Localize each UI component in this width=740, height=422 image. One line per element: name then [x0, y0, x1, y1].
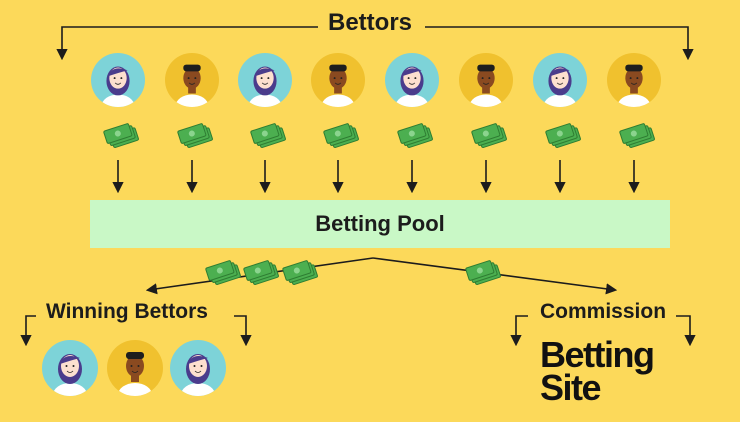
- bettor-avatar-4: [311, 53, 365, 107]
- commission-bracket-right-arrow: [676, 315, 696, 347]
- site-name-line1: Betting: [540, 334, 655, 375]
- bettor-cash-icon-1: [103, 123, 139, 148]
- betting-site-logo: Betting Site: [540, 334, 655, 408]
- site-name-line2: Site: [540, 367, 602, 408]
- betting-pool-label: Betting Pool: [315, 211, 445, 236]
- payout-cash-icon-2: [243, 260, 279, 285]
- commission-label: Commission: [530, 300, 677, 324]
- winner-avatar-2: [107, 340, 163, 396]
- winning-bettors-label: Winning Bettors: [36, 300, 218, 324]
- bettors-bracket-left-arrow: [56, 26, 320, 61]
- bettor-cash-icon-5: [397, 123, 433, 148]
- payout-cash-icon-1: [205, 260, 241, 285]
- bettors-bracket-right-arrow: [425, 26, 694, 61]
- bettor-cash-icon-4: [323, 123, 359, 148]
- bettor-cash-icon-3: [250, 123, 286, 148]
- bettor-avatar-3: [238, 53, 292, 107]
- bettor-cash-icon-7: [545, 123, 581, 148]
- commission-bracket-left-arrow: [510, 315, 528, 347]
- winner-avatar-1: [42, 340, 98, 396]
- winners-bracket-left-arrow: [20, 315, 36, 347]
- bettor-cash-icon-2: [177, 123, 213, 148]
- bettors-title: Bettors: [317, 9, 423, 37]
- commission-cash-icon: [465, 260, 501, 285]
- bettor-avatar-8: [607, 53, 661, 107]
- bettor-cash-icon-6: [471, 123, 507, 148]
- payout-cash-icon-3: [282, 260, 318, 285]
- betting-pool-box: Betting Pool: [90, 200, 670, 248]
- bettor-avatar-5: [385, 53, 439, 107]
- bettor-avatar-1: [91, 53, 145, 107]
- bettor-avatar-2: [165, 53, 219, 107]
- winners-bracket-right-arrow: [234, 315, 252, 347]
- winner-avatar-3: [170, 340, 226, 396]
- bettor-cash-icon-8: [619, 123, 655, 148]
- bettor-avatar-6: [459, 53, 513, 107]
- bettor-avatar-7: [533, 53, 587, 107]
